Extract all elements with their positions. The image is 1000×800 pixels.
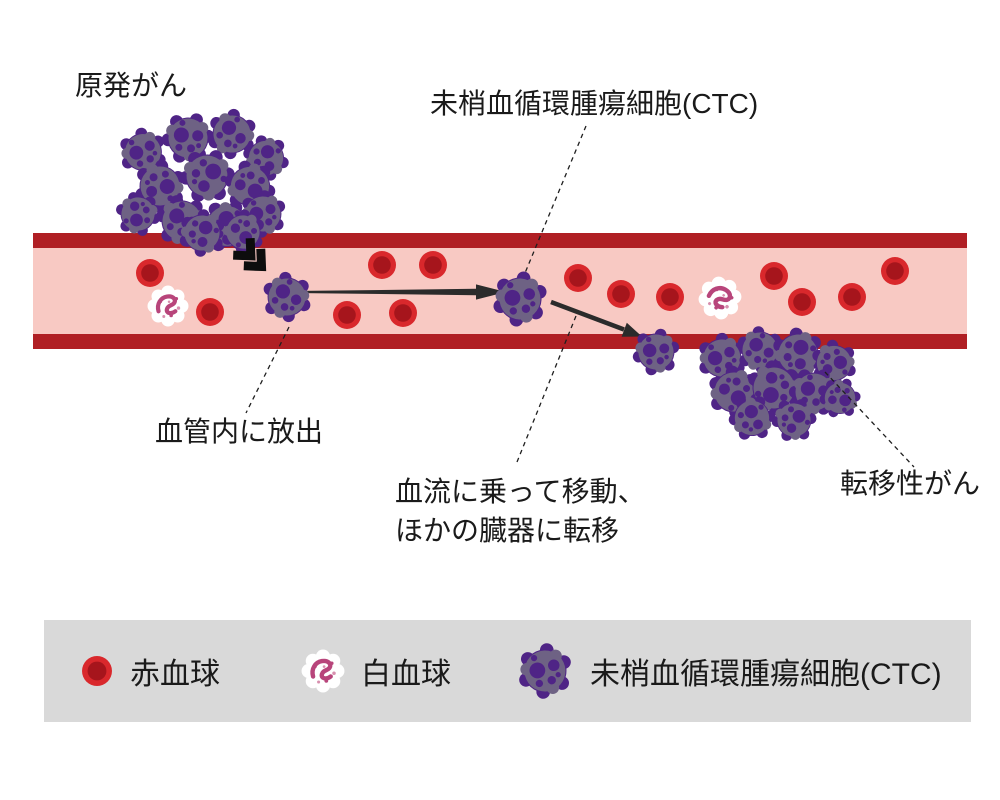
release-chevron-icon <box>233 238 267 272</box>
primary-cancer-label: 原発がん <box>75 70 188 101</box>
white-blood-cell-icon <box>301 649 345 693</box>
legend: 赤血球 白血球 未梢血循環腫瘍細胞(CTC) <box>44 620 971 722</box>
red-blood-cell <box>419 251 447 279</box>
blood-vessel <box>33 233 967 349</box>
release-label: 血管内に放出 <box>155 416 324 447</box>
flow-label: 血流に乗って移動、 ほかの臓器に転移 <box>395 472 646 550</box>
red-blood-cell <box>881 257 909 285</box>
red-blood-cell <box>196 298 224 326</box>
ctc-label: 未梢血循環腫瘍細胞(CTC) <box>430 88 759 119</box>
leader-line-metastatic <box>824 371 915 468</box>
red-blood-cell <box>368 251 396 279</box>
leader-line-ctc <box>524 125 587 274</box>
flow-arrow <box>303 284 506 300</box>
red-blood-cell <box>788 288 816 316</box>
red-blood-cell <box>607 280 635 308</box>
legend-item-rbc: 赤血球 <box>80 620 220 722</box>
ctc-cell-icon <box>516 642 574 700</box>
red-blood-cell <box>136 259 164 287</box>
flow-label-line1: 血流に乗って移動、 <box>395 476 646 507</box>
legend-label-ctc: 未梢血循環腫瘍細胞(CTC) <box>590 658 942 691</box>
metastasis-arrow <box>550 299 642 337</box>
red-blood-cell <box>333 301 361 329</box>
red-blood-cell <box>389 299 417 327</box>
red-blood-cell-icon <box>82 656 112 686</box>
leader-lines <box>245 125 915 468</box>
legend-label-wbc: 白血球 <box>361 658 451 691</box>
red-blood-cell <box>564 264 592 292</box>
legend-item-wbc: 白血球 <box>301 620 451 722</box>
leader-line-flow <box>516 315 577 463</box>
legend-item-ctc: 未梢血循環腫瘍細胞(CTC) <box>516 620 942 722</box>
leader-line-release <box>245 326 290 414</box>
red-blood-cell <box>838 283 866 311</box>
white-blood-cell <box>148 286 189 327</box>
red-blood-cell <box>656 283 684 311</box>
flow-label-line2: ほかの臓器に転移 <box>395 515 620 546</box>
red-blood-cell <box>760 262 788 290</box>
flow-arrows <box>303 284 642 337</box>
legend-label-rbc: 赤血球 <box>130 658 220 691</box>
metastatic-cancer-label: 転移性がん <box>840 468 981 499</box>
vessel-wall-top <box>33 233 967 248</box>
